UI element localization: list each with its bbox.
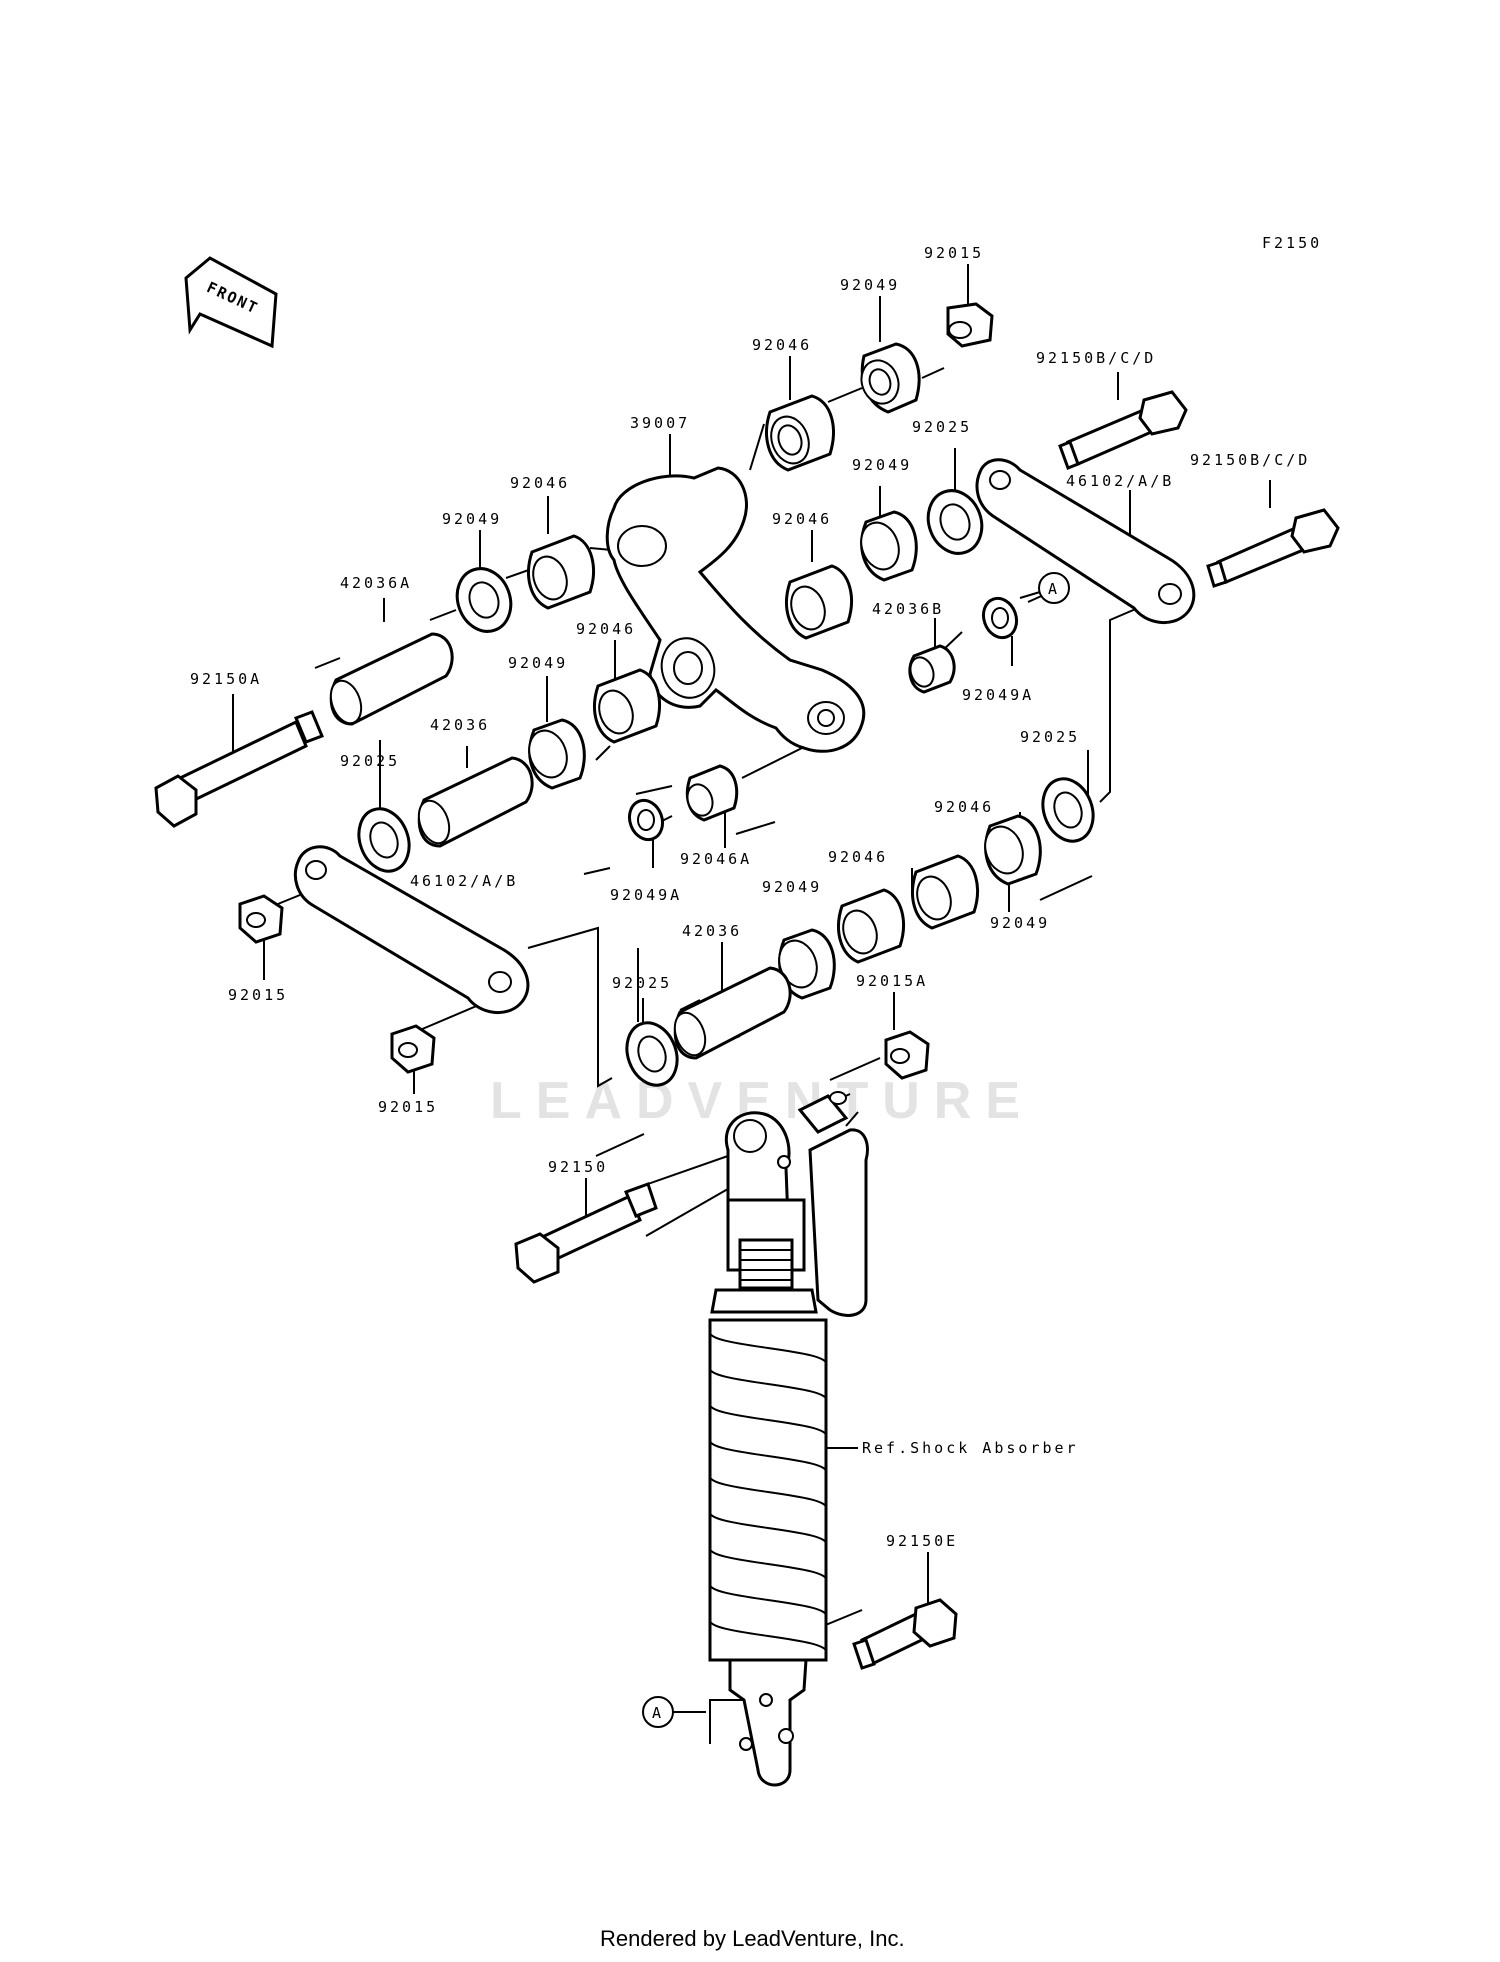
label-92046-lowr: 92046 (934, 798, 994, 816)
label-92150e: 92150E (886, 1532, 958, 1550)
label-92049-lowr: 92049 (990, 914, 1050, 932)
collar-92049-mid (860, 510, 918, 582)
callout-a-bottom: A (642, 1696, 674, 1728)
collar-92049-lowc (778, 928, 836, 1000)
callout-a-bottom-label: A (652, 1704, 661, 1722)
bearing-92046-left (527, 534, 595, 610)
label-92046a: 92046A (680, 850, 752, 868)
spacer-42036-lower (673, 966, 792, 1060)
washer-92025-lower (625, 1021, 679, 1087)
nut-92015-left2 (390, 1024, 436, 1074)
label-92150bcd-2: 92150B/C/D (1190, 451, 1310, 469)
nut-92015-top (946, 302, 994, 348)
bearing-92046-mid (785, 564, 853, 640)
collar-92049-lowr (984, 814, 1042, 886)
bolt-92150bcd-lower (1206, 508, 1340, 588)
tie-rod-46102-right (975, 458, 1196, 625)
label-92025-top: 92025 (912, 418, 972, 436)
nut-92015-left1 (238, 894, 284, 944)
label-92049-top: 92049 (840, 276, 900, 294)
label-92025-left: 92025 (340, 752, 400, 770)
bearing-92046-top (765, 394, 835, 472)
callout-a-top-label: A (1048, 580, 1057, 598)
bolt-92150a (154, 710, 324, 828)
label-42036-upper: 42036 (430, 716, 490, 734)
bolt-92150 (514, 1182, 658, 1284)
collar-92049-top (860, 342, 921, 414)
label-92046-c: 92046 (576, 620, 636, 638)
label-39007: 39007 (630, 414, 690, 432)
label-92025-right: 92025 (1020, 728, 1080, 746)
label-92046-top: 92046 (752, 336, 812, 354)
label-ref-shock-absorber: Ref.Shock Absorber (862, 1439, 1079, 1457)
nut-92015a (884, 1030, 930, 1080)
label-92150: 92150 (548, 1158, 608, 1176)
bearing-92046-c (593, 668, 661, 744)
label-92150bcd-1: 92150B/C/D (1036, 349, 1156, 367)
label-92049a-right: 92049A (962, 686, 1034, 704)
washer-92025-top (926, 489, 984, 555)
bearing-92046-lowc (837, 888, 905, 964)
label-92049-mid: 92049 (852, 456, 912, 474)
label-92015-left1: 92015 (228, 986, 288, 1004)
label-92046-lowc: 92046 (828, 848, 888, 866)
callout-a-top: A (1038, 572, 1070, 604)
label-92015-left2: 92015 (378, 1098, 438, 1116)
collar-92049-left (455, 567, 513, 633)
label-42036b: 42036B (872, 600, 944, 618)
label-92046-mid: 92046 (772, 510, 832, 528)
label-92150a: 92150A (190, 670, 262, 688)
label-42036a: 42036A (340, 574, 412, 592)
rocker-arm-39007 (605, 466, 866, 753)
collar-92049-c (528, 718, 586, 790)
shock-absorber (708, 1091, 869, 1787)
label-92046-left: 92046 (510, 474, 570, 492)
footer-credit: Rendered by LeadVenture, Inc. (600, 1926, 905, 1951)
washer-92025-left (357, 807, 411, 873)
label-92025-lower: 92025 (612, 974, 672, 992)
label-92049-c: 92049 (508, 654, 568, 672)
washer-92049a-right (981, 596, 1019, 640)
spacer-42036a (329, 632, 454, 726)
front-arrow-icon: FRONT (184, 256, 278, 349)
bolt-92150e (852, 1598, 958, 1670)
label-92049-lowc: 92049 (762, 878, 822, 896)
spacer-42036-upper (417, 756, 534, 848)
washer-92025-right (1041, 777, 1095, 843)
figure-code: F2150 (1262, 234, 1322, 252)
washer-92049a-left (627, 798, 665, 842)
bearing-92046a (685, 764, 739, 822)
tie-rod-46102-left (293, 845, 530, 1015)
label-92015a: 92015A (856, 972, 928, 990)
bolt-92150bcd-upper (1058, 390, 1188, 470)
label-92015-top: 92015 (924, 244, 984, 262)
label-92049-left: 92049 (442, 510, 502, 528)
spacer-42036b (908, 644, 956, 694)
label-92049a-left: 92049A (610, 886, 682, 904)
bearing-92046-lowr (911, 854, 979, 930)
label-46102-left: 46102/A/B (410, 872, 518, 890)
label-42036-lower: 42036 (682, 922, 742, 940)
label-46102-right: 46102/A/B (1066, 472, 1174, 490)
